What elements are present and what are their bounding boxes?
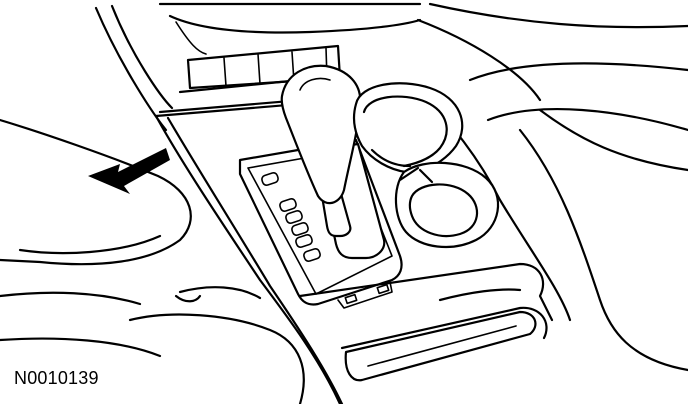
pointer-arrow-icon xyxy=(88,148,170,194)
figure-id-label: N0010139 xyxy=(14,368,99,388)
shift-lever xyxy=(280,64,362,238)
cup-holders xyxy=(352,82,500,248)
lower-console xyxy=(298,262,554,382)
lower-left-seat xyxy=(0,286,305,404)
left-door-panel xyxy=(0,4,192,266)
right-trim xyxy=(416,2,688,372)
transmission-indicator-icon xyxy=(261,172,321,262)
